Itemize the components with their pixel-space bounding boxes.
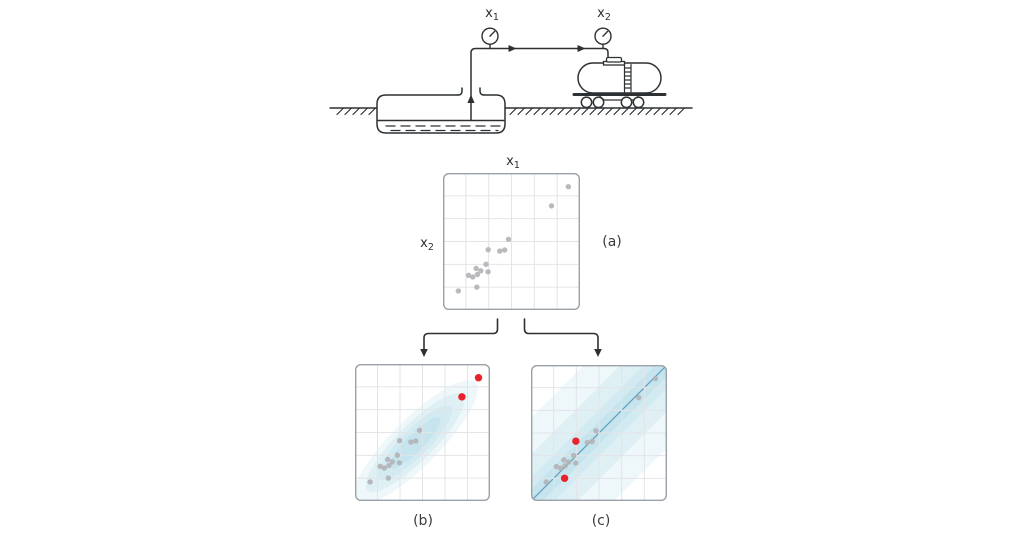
tank-neck-left xyxy=(458,88,462,95)
data-point xyxy=(571,453,576,458)
flow-meter-2 xyxy=(595,28,611,48)
data-point xyxy=(395,453,400,458)
data-point xyxy=(502,247,507,252)
sensor2-label: x2 xyxy=(597,7,611,23)
sensor1-label: x1 xyxy=(485,7,499,23)
data-point xyxy=(653,376,658,381)
anomaly-point xyxy=(561,475,568,482)
branch-arrow-left xyxy=(424,319,498,350)
wheel-icon xyxy=(581,97,591,107)
data-point xyxy=(486,247,491,252)
data-point xyxy=(397,460,402,465)
data-point xyxy=(590,439,595,444)
branch-arrow-right xyxy=(525,319,599,350)
data-point xyxy=(549,203,554,208)
data-point xyxy=(485,269,490,274)
plot-a-xlabel: x1 xyxy=(506,155,520,171)
data-point xyxy=(506,237,511,242)
data-point xyxy=(417,428,422,433)
data-point xyxy=(382,465,387,470)
data-point xyxy=(470,274,475,279)
data-point xyxy=(413,438,418,443)
arrowhead-down-icon xyxy=(420,349,428,357)
data-point xyxy=(386,475,391,480)
tanker-truck xyxy=(574,58,665,108)
underground-tank xyxy=(377,88,505,133)
anomaly-point xyxy=(475,374,482,381)
data-point xyxy=(636,395,641,400)
scatter-panel-c xyxy=(531,365,667,501)
data-point xyxy=(483,262,488,267)
data-point xyxy=(473,266,478,271)
caption-a: (a) xyxy=(602,235,622,249)
data-point xyxy=(562,463,567,468)
tank-body xyxy=(578,63,661,93)
data-point xyxy=(566,184,571,189)
data-point xyxy=(456,288,461,293)
data-point xyxy=(558,466,563,471)
data-point xyxy=(497,248,502,253)
scatter-panel-a xyxy=(443,173,580,310)
hatch-lid xyxy=(607,58,622,63)
wheel-icon xyxy=(621,97,631,107)
data-point xyxy=(367,479,372,484)
caption-c: (c) xyxy=(592,514,611,528)
flow-meter-1 xyxy=(482,28,498,48)
data-point xyxy=(386,463,391,468)
caption-b: (b) xyxy=(413,514,433,528)
data-point xyxy=(544,479,549,484)
data-point xyxy=(408,439,413,444)
data-point xyxy=(573,460,578,465)
arrowhead-down-icon xyxy=(594,349,602,357)
anomaly-point xyxy=(572,437,579,444)
chassis-plate xyxy=(600,97,638,101)
data-point xyxy=(585,440,590,445)
data-point xyxy=(475,272,480,277)
data-point xyxy=(397,438,402,443)
scatter-panel-b xyxy=(355,364,490,501)
flow-arrow-right-icon xyxy=(578,45,586,52)
branch-arrows xyxy=(410,315,615,362)
data-point xyxy=(561,457,566,462)
flow-arrow-right-icon xyxy=(509,45,517,52)
data-point xyxy=(474,284,479,289)
wheel-icon xyxy=(593,97,603,107)
anomaly-point xyxy=(458,393,465,400)
data-point xyxy=(385,457,390,462)
data-point xyxy=(593,428,598,433)
tank-neck-right xyxy=(480,88,484,95)
plot-a-ylabel: x2 xyxy=(420,237,434,253)
wheel-icon xyxy=(633,97,643,107)
storage-tank-truck-schematic xyxy=(300,0,720,150)
